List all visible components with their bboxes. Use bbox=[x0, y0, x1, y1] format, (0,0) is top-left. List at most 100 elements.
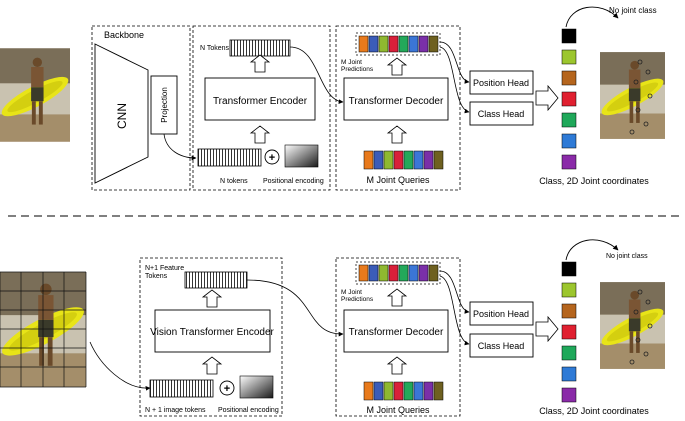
joint-prediction-8 bbox=[428, 35, 439, 53]
joint-prediction-3 bbox=[378, 35, 389, 53]
position-head-label-bottom: Position Head bbox=[473, 309, 529, 319]
joint-prediction-5 bbox=[398, 264, 409, 282]
decoder-up-arrow-bottom-bottom bbox=[386, 356, 408, 375]
joint-queries-bottom bbox=[363, 381, 444, 401]
joint-query-6 bbox=[413, 381, 424, 401]
joint-prediction-1 bbox=[358, 264, 369, 282]
output-class-7 bbox=[561, 154, 577, 170]
joint-query-5 bbox=[403, 150, 414, 170]
tokens-bar-bottom bbox=[197, 148, 262, 167]
positional-encoding-label: Positional encoding bbox=[263, 178, 324, 185]
output-class-column-bottom bbox=[561, 261, 577, 403]
encoder-up-arrow-bottom bbox=[249, 125, 271, 144]
patches-to-tokens-arrow bbox=[89, 341, 151, 391]
class-head-label: Class Head bbox=[478, 109, 525, 119]
output-class-3 bbox=[561, 303, 577, 319]
output-class-1 bbox=[561, 261, 577, 277]
transformer-encoder-box bbox=[204, 77, 316, 121]
joint-prediction-8 bbox=[428, 264, 439, 282]
joint-dots-bottom bbox=[629, 289, 653, 365]
output-image-bottom bbox=[600, 282, 665, 369]
joint-dots-top bbox=[629, 59, 653, 135]
plus-sign-bottom: + bbox=[224, 383, 230, 395]
positional-encoding-swatch bbox=[284, 144, 319, 168]
bottom-row: N+1 Feature Tokens Vision Transformer En… bbox=[0, 239, 665, 417]
joint-query-1 bbox=[363, 150, 374, 170]
position-head-box-bottom bbox=[469, 301, 534, 326]
joint-query-5 bbox=[403, 381, 414, 401]
joint-prediction-3 bbox=[378, 264, 389, 282]
decoder-group-box bbox=[335, 25, 461, 191]
position-head-label: Position Head bbox=[473, 78, 529, 88]
no-joint-label: No joint class bbox=[609, 6, 657, 15]
vit-encoder-group-box bbox=[139, 257, 283, 417]
no-joint-label-bottom: No joint class bbox=[606, 253, 648, 260]
encoder-group-box bbox=[192, 25, 331, 191]
joint-prediction-7 bbox=[418, 264, 429, 282]
predictions-dashed-box-bottom bbox=[355, 261, 441, 285]
feature-tokens-label-line2: Tokens bbox=[145, 273, 168, 280]
joint-query-7 bbox=[423, 381, 434, 401]
transformer-decoder-box bbox=[343, 77, 449, 121]
joint-prediction-2 bbox=[368, 35, 379, 53]
projection-label: Projection bbox=[160, 87, 169, 123]
joint-prediction-4 bbox=[388, 264, 399, 282]
output-label: Class, 2D Joint coordinates bbox=[539, 176, 649, 186]
projection-box bbox=[150, 75, 178, 135]
joint-query-2 bbox=[373, 381, 384, 401]
image-tokens-label: N + 1 image tokens bbox=[145, 407, 206, 414]
predictions-label-line2: Predictions bbox=[341, 66, 374, 73]
class-head-box-bottom bbox=[469, 333, 534, 358]
output-class-5 bbox=[561, 112, 577, 128]
heads-to-output-arrow-bottom bbox=[535, 315, 559, 343]
transformer-decoder-label: Transformer Decoder bbox=[349, 96, 444, 107]
joint-predictions-top bbox=[358, 35, 439, 53]
output-class-2 bbox=[561, 49, 577, 65]
class-head-label-bottom: Class Head bbox=[478, 341, 525, 351]
to-position-head-arrow bbox=[439, 41, 470, 84]
joint-query-6 bbox=[413, 150, 424, 170]
decoder-up-arrow-top bbox=[386, 57, 408, 76]
decoder-group-box-bottom bbox=[335, 257, 461, 417]
joint-prediction-7 bbox=[418, 35, 429, 53]
vit-encoder-label: Vision Transformer Encoder bbox=[150, 327, 274, 338]
predictions-dashed-box bbox=[355, 32, 441, 56]
output-class-3 bbox=[561, 70, 577, 86]
encoder-up-arrow-top bbox=[249, 54, 271, 73]
decoder-up-arrow-bottom bbox=[386, 125, 408, 144]
to-class-head-arrow-bottom bbox=[439, 275, 470, 346]
positional-encoding-label-bottom: Positional encoding bbox=[218, 407, 279, 414]
heads-to-output-arrow bbox=[535, 84, 559, 112]
output-class-1 bbox=[561, 28, 577, 44]
joint-prediction-5 bbox=[398, 35, 409, 53]
no-joint-arrow bbox=[565, 6, 619, 28]
joint-prediction-6 bbox=[408, 35, 419, 53]
joint-query-8 bbox=[433, 381, 444, 401]
joint-prediction-1 bbox=[358, 35, 369, 53]
plus-circle-bottom bbox=[219, 380, 235, 396]
transformer-encoder-label: Transformer Encoder bbox=[213, 96, 308, 107]
plus-circle bbox=[264, 149, 280, 165]
positional-encoding-swatch-bottom bbox=[239, 375, 274, 399]
joint-predictions-bottom bbox=[358, 264, 439, 282]
joint-query-7 bbox=[423, 150, 434, 170]
plus-sign: + bbox=[269, 152, 275, 164]
output-class-6 bbox=[561, 366, 577, 382]
output-class-4 bbox=[561, 91, 577, 107]
transformer-decoder-box-bottom bbox=[343, 309, 449, 353]
joint-queries-top bbox=[363, 150, 444, 170]
decoder-up-arrow-top-bottom bbox=[386, 288, 408, 307]
patched-input-image bbox=[0, 272, 86, 387]
output-class-column-top bbox=[561, 28, 577, 170]
feature-tokens-bar bbox=[184, 271, 248, 289]
joint-queries-label: M Joint Queries bbox=[366, 175, 430, 185]
patch-grid bbox=[0, 271, 87, 388]
output-label-bottom: Class, 2D Joint coordinates bbox=[539, 406, 649, 416]
predictions-label-bottom-line1: M Joint bbox=[341, 289, 362, 296]
joint-queries-label-bottom: M Joint Queries bbox=[366, 405, 430, 415]
predictions-label-bottom-line2: Predictions bbox=[341, 296, 374, 303]
tokens-label-top: N Tokens bbox=[200, 45, 230, 52]
to-class-head-arrow bbox=[439, 46, 470, 114]
image-tokens-bar bbox=[149, 379, 214, 398]
projection-to-tokens-arrow bbox=[163, 133, 197, 161]
